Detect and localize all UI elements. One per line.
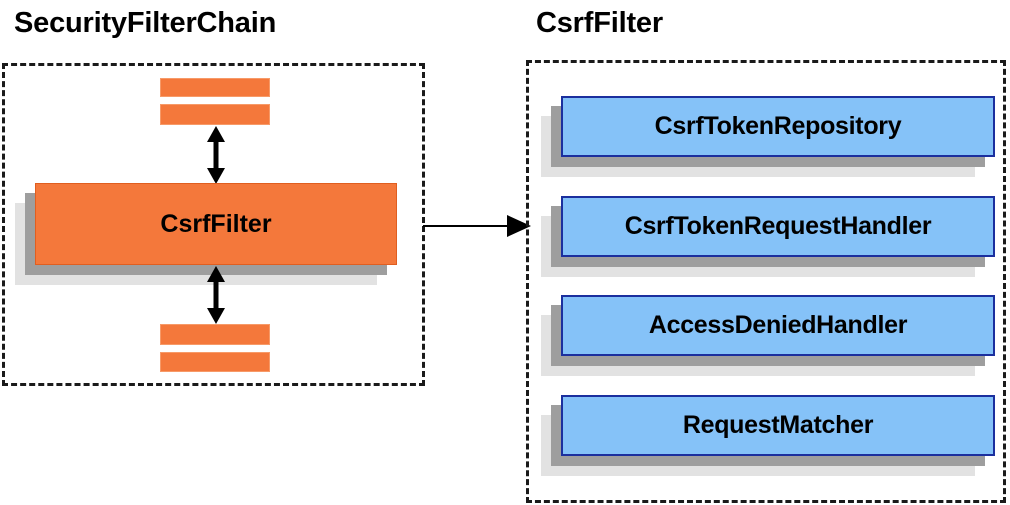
security-filter-chain-container bbox=[2, 63, 425, 386]
csrffilter-label: CsrfFilter bbox=[35, 183, 397, 265]
component-label: RequestMatcher bbox=[561, 395, 995, 456]
csrffilter-components-container bbox=[526, 60, 1006, 503]
page-title-csrffilter: CsrfFilter bbox=[536, 7, 663, 39]
page-title-security-filter-chain: SecurityFilterChain bbox=[14, 7, 277, 39]
component-box-csrf-token-request-handler[interactable]: CsrfTokenRequestHandler bbox=[541, 196, 995, 277]
csrffilter-box[interactable]: CsrfFilter bbox=[15, 183, 397, 285]
filter-bar-top-2 bbox=[160, 104, 270, 125]
component-label: CsrfTokenRequestHandler bbox=[561, 196, 995, 257]
filter-bar-bottom-2 bbox=[160, 352, 270, 372]
double-arrow-above-csrffilter bbox=[207, 126, 225, 184]
filter-bar-top-1 bbox=[160, 78, 270, 97]
component-label: CsrfTokenRepository bbox=[561, 96, 995, 157]
component-box-access-denied-handler[interactable]: AccessDeniedHandler bbox=[541, 295, 995, 376]
component-box-request-matcher[interactable]: RequestMatcher bbox=[541, 395, 995, 476]
csrffilter-to-components-arrow bbox=[423, 215, 531, 237]
filter-bar-bottom-1 bbox=[160, 324, 270, 345]
double-arrow-below-csrffilter bbox=[207, 266, 225, 324]
component-label: AccessDeniedHandler bbox=[561, 295, 995, 356]
component-box-csrf-token-repository[interactable]: CsrfTokenRepository bbox=[541, 96, 995, 177]
